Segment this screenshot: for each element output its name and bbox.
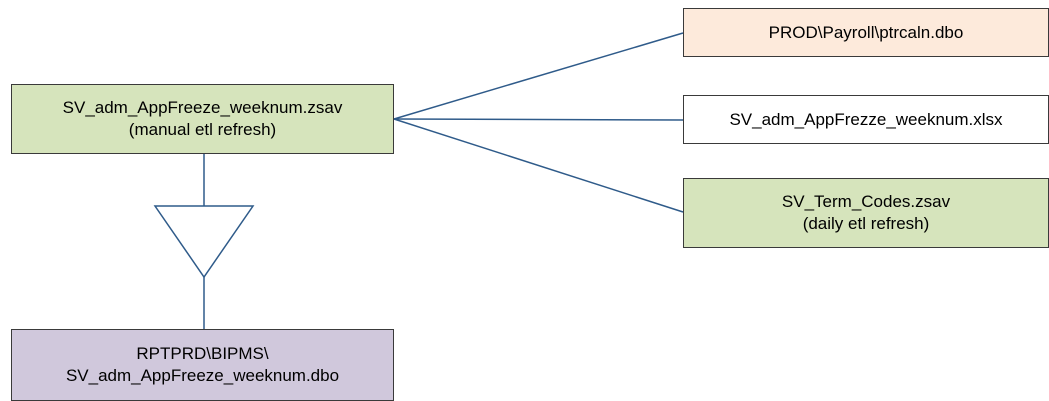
node-sv-adm-appfreeze-zsav[interactable]: SV_adm_AppFreeze_weeknum.zsav (manual et… — [11, 84, 394, 154]
node-rptprd-bipms-dbo[interactable]: RPTPRD\BIPMS\ SV_adm_AppFreeze_weeknum.d… — [11, 329, 394, 401]
node-prod-payroll-dbo[interactable]: PROD\Payroll\ptrcaln.dbo — [683, 8, 1049, 57]
node-sv-adm-appfrezze-xlsx[interactable]: SV_adm_AppFrezze_weeknum.xlsx — [683, 95, 1049, 144]
node-source-line2: (manual etl refresh) — [128, 120, 277, 139]
node-sv-term-codes-zsav[interactable]: SV_Term_Codes.zsav (daily etl refresh) — [683, 178, 1049, 248]
node-source-line1: SV_adm_AppFreeze_weeknum.zsav — [62, 98, 343, 117]
node-rptprd-line2: SV_adm_AppFreeze_weeknum.dbo — [65, 366, 340, 385]
node-payroll-line1: PROD\Payroll\ptrcaln.dbo — [768, 22, 964, 42]
connector-source-to-xlsx — [393, 118, 684, 121]
node-rptprd-line1: RPTPRD\BIPMS\ — [136, 344, 269, 363]
connector-source-to-payroll — [393, 32, 684, 120]
inverted-triangle-icon — [153, 205, 255, 279]
node-termcodes-line1: SV_Term_Codes.zsav — [781, 192, 951, 211]
node-termcodes-line2: (daily etl refresh) — [802, 214, 930, 233]
node-xlsx-line1: SV_adm_AppFrezze_weeknum.xlsx — [729, 109, 1003, 129]
connector-source-to-termcodes — [393, 118, 684, 213]
